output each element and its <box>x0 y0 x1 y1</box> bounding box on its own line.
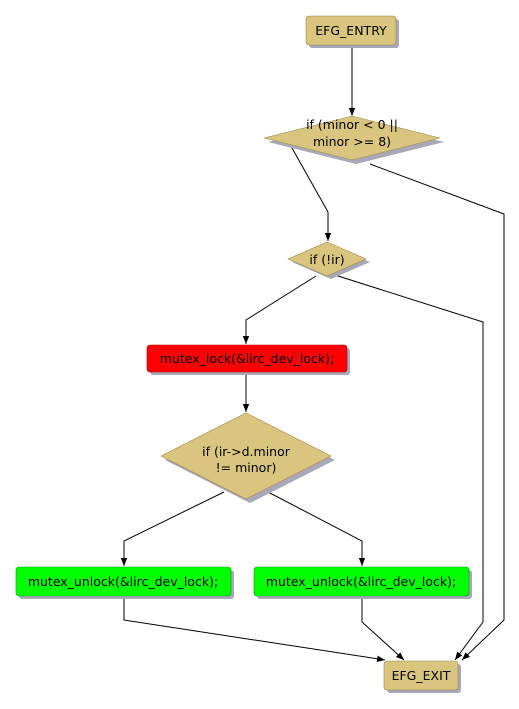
node-label: mutex_unlock(&lirc_dev_lock); <box>266 574 456 589</box>
node-box <box>253 566 470 597</box>
node-diamond <box>287 241 367 277</box>
edge-cond-minor-to-exit <box>369 163 505 661</box>
node-label-line1: if (ir->d.minor <box>202 444 291 459</box>
node-box <box>146 344 348 373</box>
node-diamond <box>160 412 332 500</box>
edge-cond-ir-to-mutex-lock <box>242 275 317 344</box>
node-label: EFG_EXIT <box>392 668 451 683</box>
edge-cond-dminor-to-unlock-left <box>120 491 225 566</box>
node-efg-entry[interactable]: EFG_ENTRY <box>305 15 399 48</box>
node-unlock-left[interactable]: mutex_unlock(&lirc_dev_lock); <box>15 566 234 599</box>
edge-unlock-left-to-exit <box>123 596 386 662</box>
node-cond-dminor[interactable]: if (ir->d.minor != minor) <box>160 412 335 503</box>
node-unlock-right[interactable]: mutex_unlock(&lirc_dev_lock); <box>253 566 472 599</box>
node-cond-minor[interactable]: if (minor < 0 || minor >= 8) <box>263 115 444 164</box>
node-cond-ir[interactable]: if (!ir) <box>287 241 370 279</box>
node-label: mutex_lock(&lirc_dev_lock); <box>160 351 335 366</box>
node-efg-exit[interactable]: EFG_EXIT <box>383 660 461 693</box>
node-diamond <box>263 115 441 161</box>
node-label-line2: != minor) <box>216 460 277 475</box>
node-box <box>383 660 459 691</box>
edge-cond-minor-to-cond-ir <box>291 147 332 241</box>
edge-cond-ir-to-exit <box>334 274 484 661</box>
node-label: mutex_unlock(&lirc_dev_lock); <box>28 574 218 589</box>
node-label-line1: if (minor < 0 || <box>306 117 398 132</box>
node-box <box>15 566 232 597</box>
node-mutex-lock[interactable]: mutex_lock(&lirc_dev_lock); <box>146 344 350 375</box>
edge-unlock-right-to-exit <box>361 596 405 661</box>
node-box <box>305 15 397 46</box>
edge-cond-dminor-to-unlock-right <box>267 491 366 566</box>
node-label: if (!ir) <box>309 252 344 267</box>
node-label: EFG_ENTRY <box>315 23 387 38</box>
edges <box>120 47 505 662</box>
node-label-line2: minor >= 8) <box>313 134 391 149</box>
